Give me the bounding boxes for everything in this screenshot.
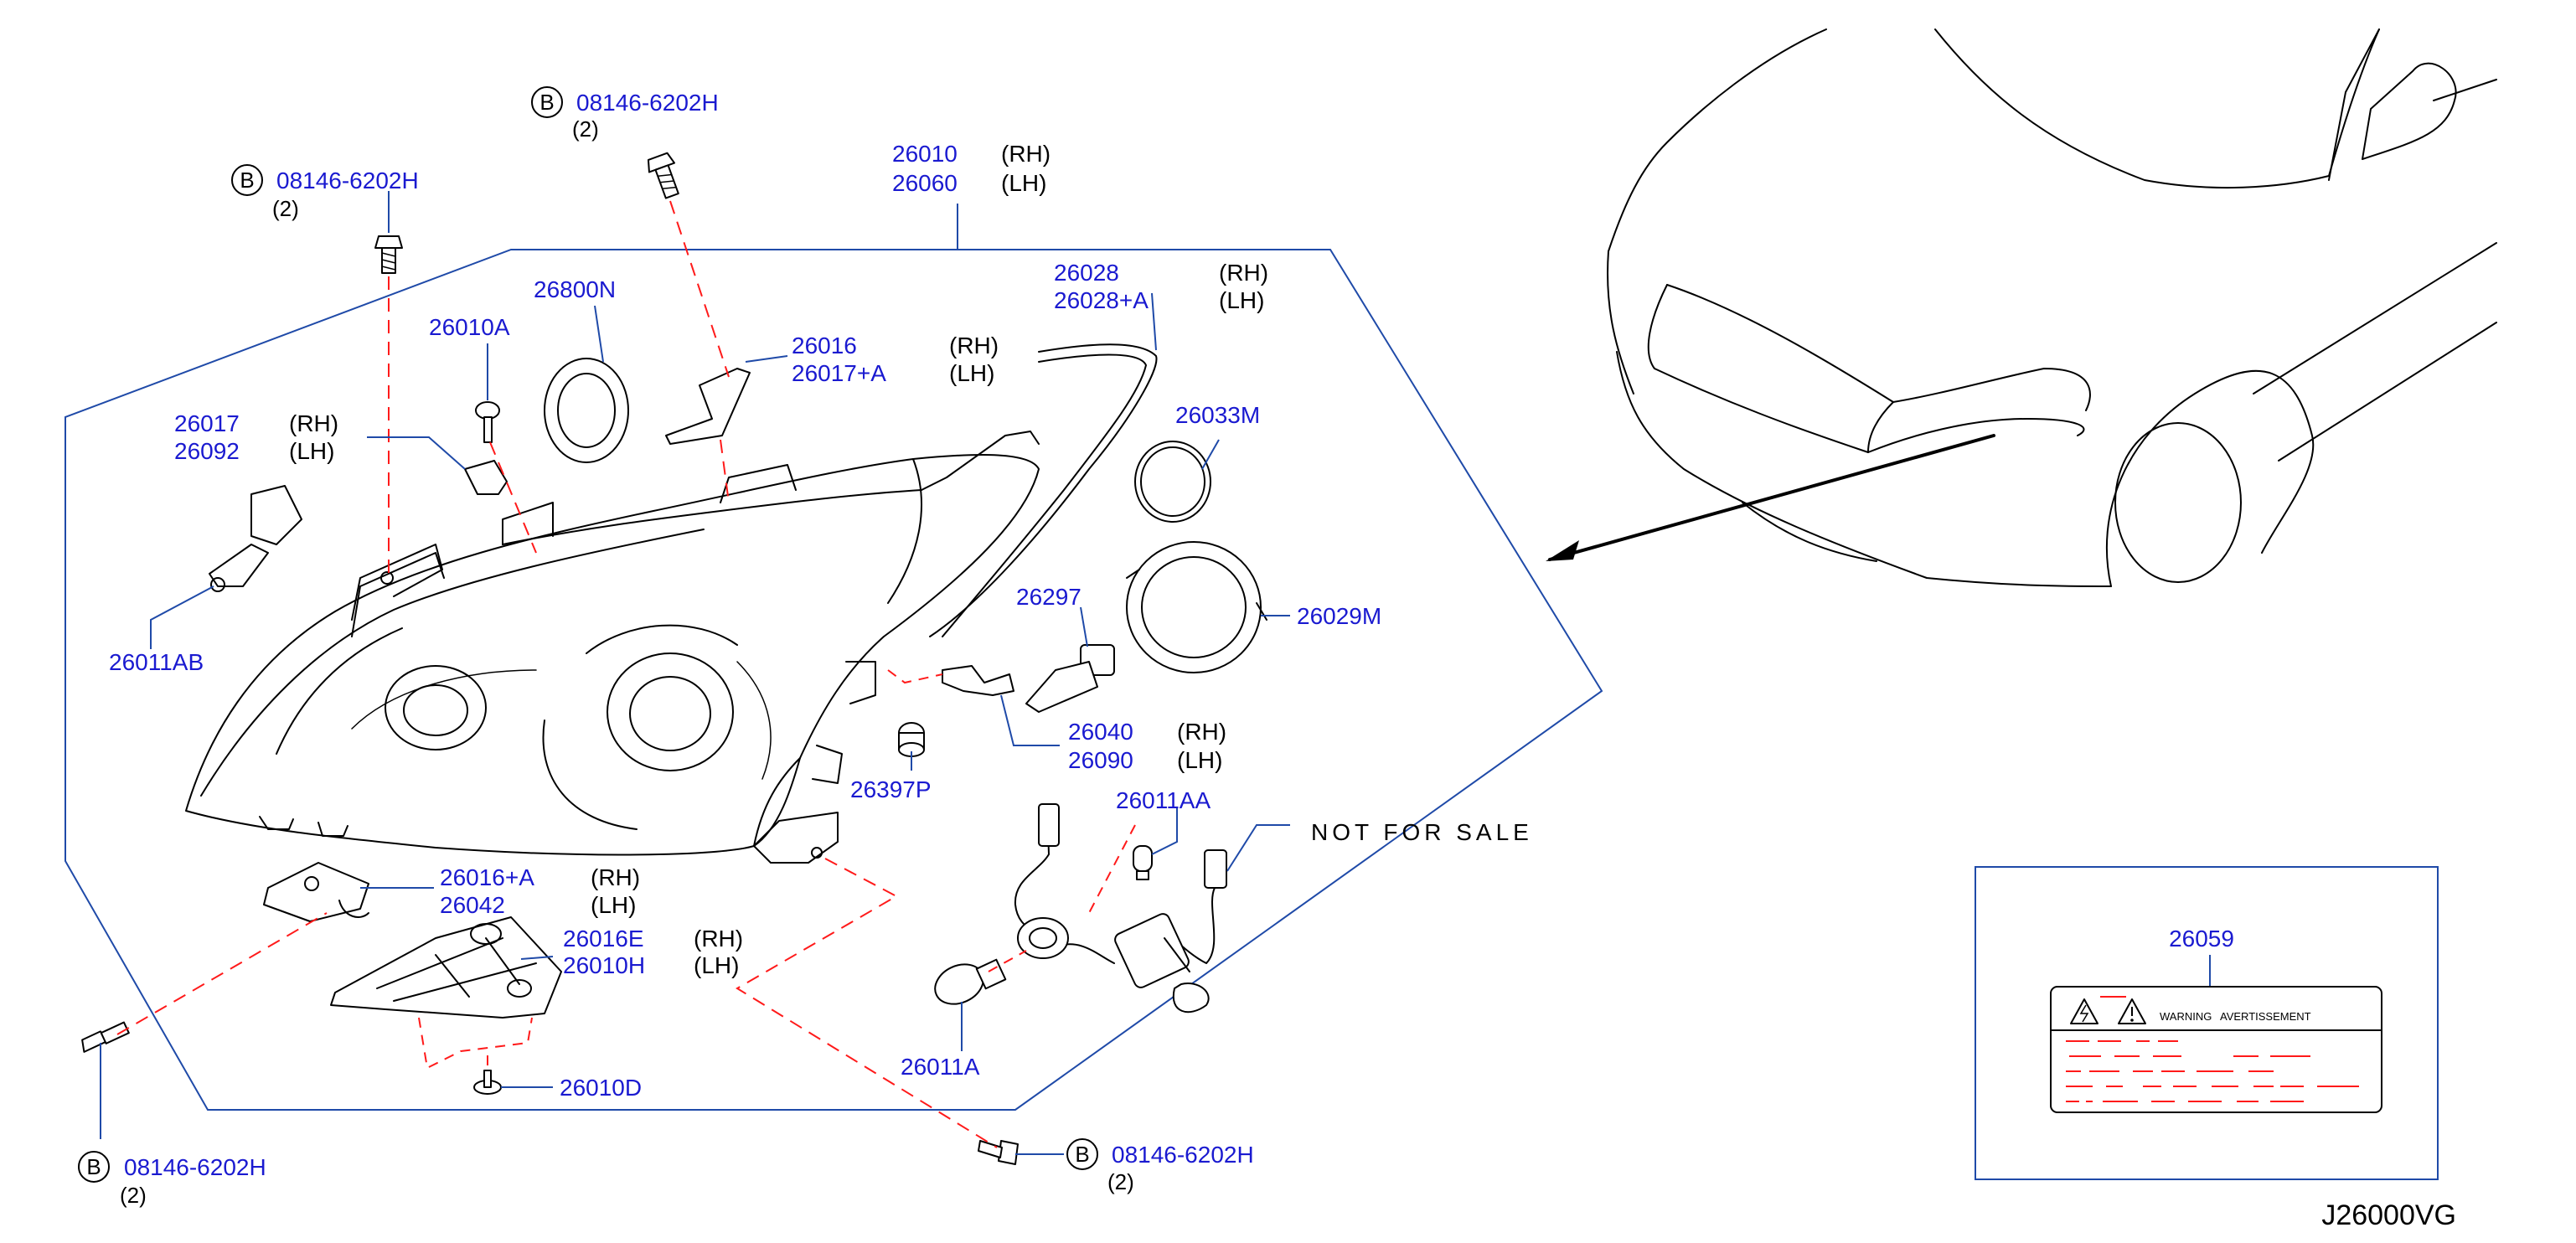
part-number: 26016+A [440,864,534,890]
bulb-socket-lower [1017,917,1069,959]
quantity: (2) [1107,1169,1134,1194]
bolt-icon [374,235,403,274]
vehicle-front-sketch [1546,28,2497,587]
side-label: (RH) [1001,141,1051,167]
part-number: 26016 [792,333,857,358]
part-number: 26017+A [792,360,886,386]
part-number: 26028 [1054,260,1119,286]
watermark-text: NOT FOR SALE [1311,819,1533,845]
arrow-head [1546,540,1579,561]
bulb-26011AB [209,485,302,592]
part-number: 26029M [1297,603,1381,629]
assembly-lines [116,200,1136,1148]
part-number: 08146-6202H [276,168,419,193]
seal-strip-26028 [929,343,1158,637]
part-number: 26028+A [1054,287,1149,313]
cap-26029M [1126,541,1267,673]
clip-26017 [464,460,508,495]
bolt-callout: B 08146-6202H (2) [1066,1138,1254,1194]
quantity: (2) [120,1183,147,1208]
bolt-marker: B [539,90,554,115]
part-number: 26033M [1175,402,1260,428]
bulb-26011A [934,958,1007,1005]
part-number: 26059 [2169,926,2234,952]
o-ring-26033M [1134,441,1211,523]
part-number: 26297 [1016,584,1082,610]
bolt-marker: B [1075,1142,1089,1167]
screw-26010A [475,401,500,443]
part-number: 08146-6202H [124,1154,266,1180]
part-number: 26042 [440,892,505,918]
label-warning: WARNING [2160,1010,2212,1023]
side-label: (LH) [694,952,739,978]
bolt-icon [978,1140,1019,1165]
part-number: 26800N [534,276,616,302]
side-label: (LH) [591,892,636,918]
part-number: 26011AA [1116,787,1211,813]
part-number: 26060 [892,170,958,196]
part-number: 26017 [174,410,240,436]
label-avertissement: AVERTISSEMENT [2220,1010,2311,1023]
part-number: 26397P [850,776,932,802]
quantity: (2) [272,196,299,221]
side-label: (LH) [1001,170,1046,196]
bolt-icon [81,1021,130,1053]
bolt-marker: B [240,168,254,193]
part-number: 26092 [174,438,240,464]
bolt-callout: B 08146-6202H (2) [231,164,419,221]
bracket-26016 [665,368,751,445]
part-number: 26011A [901,1054,980,1080]
part-number: 08146-6202H [576,90,719,116]
side-label: (LH) [1177,747,1222,773]
warning-label-inset: 26059 WARNING AVERTISSEMENT [1975,866,2439,1180]
bolt-icon [647,152,679,199]
side-label: (RH) [694,926,743,952]
side-label: (RH) [1219,260,1268,286]
quantity: (2) [572,116,599,142]
headlamp-assembly-outline [65,249,1603,1111]
bracket-26040 [942,665,1014,696]
grommet-26397P [898,722,925,757]
part-number: 26010D [560,1075,642,1101]
part-number: 26040 [1068,719,1133,745]
part-number: 26011AB [109,649,204,675]
part-number: 26016E [563,926,644,952]
part-number: 26010H [563,952,645,978]
part-number: 08146-6202H [1112,1142,1254,1168]
leader-lines [100,191,1290,1155]
wiring-harness [1014,803,1227,1013]
diagram-code: J26000VG [2321,1199,2456,1231]
side-label: (RH) [949,333,999,358]
part-number: 26090 [1068,747,1133,773]
side-label: (LH) [1219,287,1264,313]
bolt-callout: B 08146-6202H (2) [78,1151,266,1208]
bulb-26297 [1025,644,1115,713]
pin-26010D [473,1070,502,1095]
side-label: (RH) [289,410,338,436]
bracket-26016E [330,916,562,1019]
side-label: (LH) [289,438,334,464]
bulb-26011AA [1133,845,1153,880]
bolt-callout: B 08146-6202H (2) [531,86,719,142]
part-number: 26010A [429,314,510,340]
ring-26800N [544,358,629,463]
side-label: (RH) [591,864,640,890]
bolt-marker: B [86,1154,101,1179]
side-label: (LH) [949,360,994,386]
part-number: 26010 [892,141,958,167]
headlamp-housing [185,431,1040,864]
bracket-26016A [263,862,369,922]
side-label: (RH) [1177,719,1226,745]
